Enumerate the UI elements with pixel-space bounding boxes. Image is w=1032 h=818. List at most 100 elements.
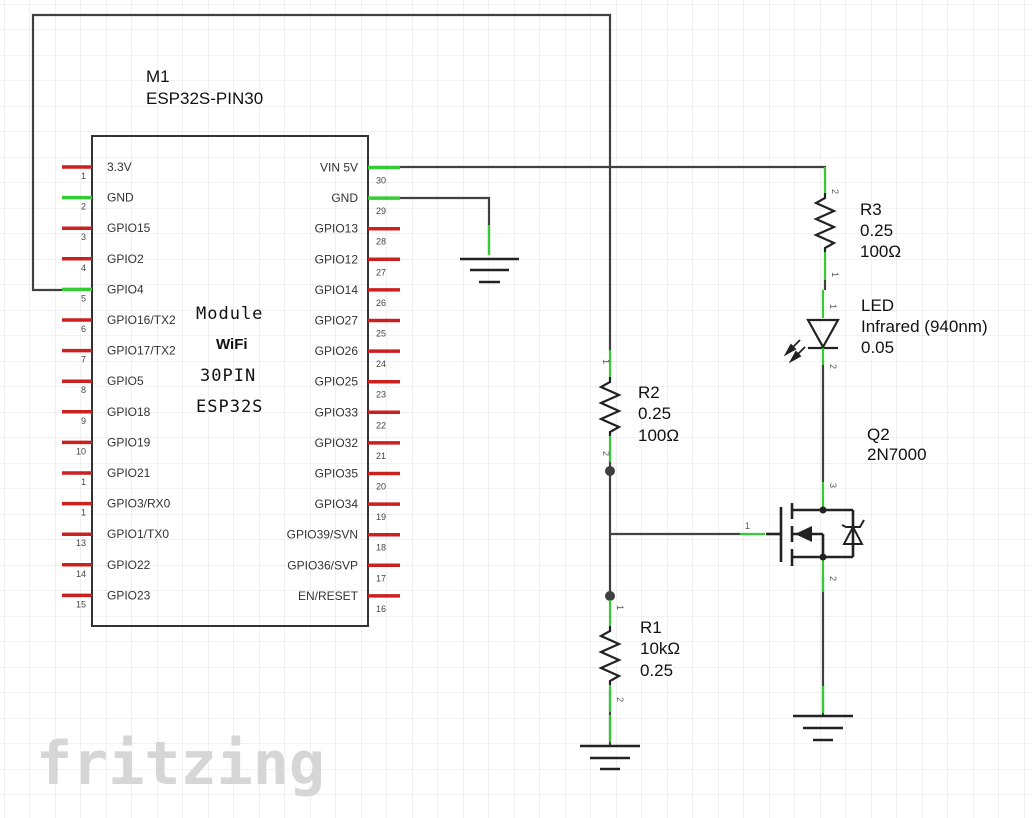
pin-label: GPIO3/RX0 bbox=[107, 497, 171, 511]
pin-number: 2 bbox=[828, 576, 838, 581]
esp32-module[interactable]: M1 ESP32S-PIN30 Module WiFi 30PIN ESP32S… bbox=[62, 67, 400, 627]
pin-label: GND bbox=[107, 191, 134, 205]
resistor-zigzag bbox=[598, 626, 622, 685]
module-ref: M1 bbox=[146, 67, 170, 86]
led-infrared[interactable]: 1 2 LED Infrared (940nm) 0.05 bbox=[783, 290, 988, 369]
pin-label: GPIO26 bbox=[315, 344, 359, 358]
pin-number: 3 bbox=[81, 232, 86, 242]
pin-label: GPIO14 bbox=[315, 283, 359, 297]
pin-number: 1 bbox=[745, 521, 750, 531]
module-pin-right[interactable]: 23 GPIO25 bbox=[315, 375, 400, 400]
junction-dot bbox=[605, 591, 615, 601]
diode-triangle bbox=[806, 318, 840, 350]
module-pin-left[interactable]: 5 GPIO4 bbox=[62, 282, 144, 303]
resistor-zigzag bbox=[813, 193, 837, 252]
pin-label: GPIO34 bbox=[315, 497, 359, 511]
pin-label: GPIO4 bbox=[107, 282, 144, 296]
module-pin-right[interactable]: 26 GPIO14 bbox=[315, 283, 400, 308]
r3-ref: R3 bbox=[860, 200, 882, 219]
resistor-r2[interactable]: 1 2 R2 0.25 100Ω bbox=[598, 350, 679, 462]
pin-label: GPIO19 bbox=[107, 435, 151, 449]
module-text-line: Module bbox=[196, 304, 263, 324]
module-text-line: WiFi bbox=[216, 336, 248, 353]
pin-number: 19 bbox=[376, 512, 386, 522]
pin-label: GPIO21 bbox=[107, 466, 151, 480]
pin-label: GPIO18 bbox=[107, 405, 151, 419]
pin-label: GPIO13 bbox=[315, 222, 359, 236]
module-pin-right[interactable]: 24 GPIO26 bbox=[315, 344, 400, 369]
pin-number: 15 bbox=[76, 599, 86, 609]
junction-dot bbox=[605, 466, 615, 476]
module-name: ESP32S-PIN30 bbox=[146, 89, 263, 108]
q2-ref: Q2 bbox=[867, 425, 890, 444]
pin-number: 1 bbox=[81, 171, 86, 181]
pin-number: 26 bbox=[376, 298, 386, 308]
pin-number: 25 bbox=[376, 329, 386, 339]
pin-number: 24 bbox=[376, 359, 386, 369]
pin-number: 2 bbox=[81, 202, 86, 212]
arrow-icon bbox=[795, 526, 812, 542]
pin-label: 3.3V bbox=[107, 160, 132, 174]
r1-power: 0.25 bbox=[640, 661, 673, 680]
module-pin-left[interactable]: 15 GPIO23 bbox=[62, 588, 151, 609]
resistor-zigzag bbox=[598, 377, 622, 436]
pin-number: 2 bbox=[601, 451, 611, 456]
resistor-r1[interactable]: 1 2 R1 10kΩ 0.25 bbox=[598, 600, 680, 712]
module-pin-right[interactable]: 19 GPIO34 bbox=[315, 497, 400, 522]
pin-label: GPIO12 bbox=[315, 252, 359, 266]
pin-number: 27 bbox=[376, 267, 386, 277]
r2-ref: R2 bbox=[638, 383, 660, 402]
body-diode-icon bbox=[842, 524, 864, 545]
module-pin-left[interactable]: 10 GPIO19 bbox=[62, 435, 151, 456]
pin-label: GPIO23 bbox=[107, 588, 151, 602]
mosfet-symbol bbox=[766, 503, 855, 566]
wire-gpio4-r2[interactable] bbox=[31, 13, 612, 350]
q2-part: 2N7000 bbox=[867, 445, 927, 464]
pin-label: GPIO32 bbox=[315, 436, 359, 450]
pin-number: 6 bbox=[81, 324, 86, 334]
pin-number: 3 bbox=[828, 483, 838, 488]
pin-label: GPIO1/TX0 bbox=[107, 527, 169, 541]
resistor-r3[interactable]: 2 1 R3 0.25 100Ω bbox=[813, 167, 901, 290]
pin-number: 23 bbox=[376, 390, 386, 400]
pin-number: 2 bbox=[830, 189, 840, 194]
module-pin-right[interactable]: 27 GPIO12 bbox=[315, 252, 400, 277]
pin-number: 16 bbox=[376, 604, 386, 614]
module-pin-right[interactable]: 28 GPIO13 bbox=[315, 222, 400, 247]
pin-number: 28 bbox=[376, 237, 386, 247]
pin-number: 1 bbox=[830, 272, 840, 277]
mosfet-q2[interactable]: 3 1 2 Q2 2N7000 bbox=[740, 425, 927, 592]
r3-power: 0.25 bbox=[860, 221, 893, 240]
pin-label: GPIO25 bbox=[315, 375, 359, 389]
module-pin-left[interactable]: 2 GND bbox=[62, 191, 134, 212]
pin-label: GPIO39/SVN bbox=[287, 528, 358, 542]
pin-label: GPIO5 bbox=[107, 374, 144, 388]
module-pin-left[interactable]: 1 3.3V bbox=[62, 160, 132, 181]
r1-value: 10kΩ bbox=[640, 639, 680, 658]
pin-label: GPIO36/SVP bbox=[287, 558, 358, 572]
pin-number: 14 bbox=[76, 569, 86, 579]
pin-number: 5 bbox=[81, 293, 86, 303]
pin-number: 10 bbox=[76, 446, 86, 456]
